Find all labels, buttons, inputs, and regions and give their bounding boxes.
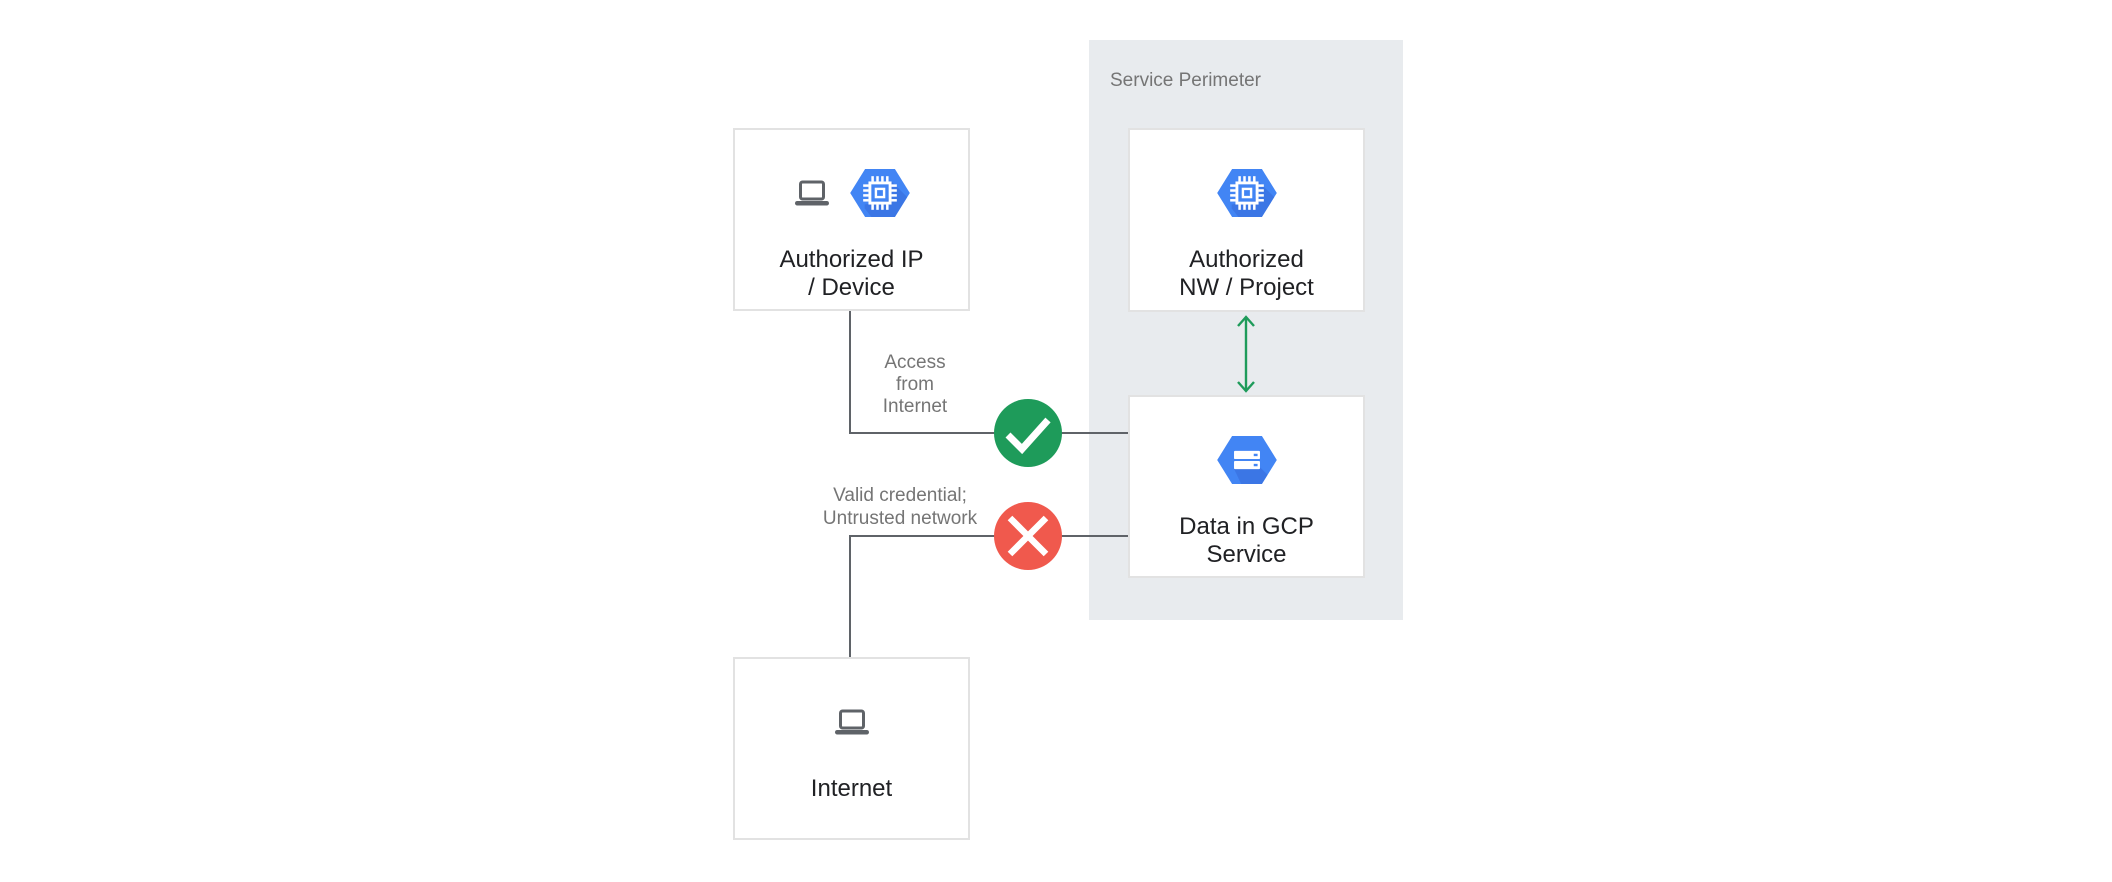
laptop-icon	[834, 709, 869, 734]
node-label: Authorized IP / Device	[779, 246, 924, 301]
connector-allowed-to-data	[849, 432, 1130, 434]
connector-denied-to-data	[849, 535, 1130, 537]
node-label: Authorized NW / Project	[1179, 246, 1314, 301]
icon-row	[1216, 168, 1278, 218]
node-label: Internet	[810, 775, 893, 802]
icon-row	[793, 168, 911, 218]
laptop-icon	[794, 180, 829, 205]
bidirectional-arrow-icon	[1237, 315, 1255, 393]
cloud-storage-icon	[1216, 435, 1277, 485]
node-authorized-ip-device: Authorized IP / Device	[733, 128, 970, 311]
valid-credential-label: Valid credential; Untrusted network	[822, 485, 978, 529]
connector-internet-up	[849, 536, 851, 657]
denied-badge	[994, 502, 1062, 570]
node-data-in-gcp-service: Data in GCP Service	[1128, 395, 1365, 578]
node-internet: Internet	[733, 657, 970, 840]
compute-engine-icon	[849, 168, 910, 218]
connector-ipdevice-down	[849, 311, 851, 433]
service-perimeter-label: Service Perimeter	[1110, 70, 1261, 91]
icon-row	[833, 697, 871, 747]
node-label: Data in GCP Service	[1179, 513, 1314, 568]
icon-row	[1216, 435, 1278, 485]
x-icon	[1007, 515, 1049, 557]
check-icon	[1005, 417, 1051, 455]
allowed-badge	[994, 399, 1062, 467]
node-authorized-nw-project: Authorized NW / Project	[1128, 128, 1365, 312]
access-from-internet-label: Access from Internet	[882, 352, 948, 417]
compute-engine-icon	[1216, 168, 1277, 218]
